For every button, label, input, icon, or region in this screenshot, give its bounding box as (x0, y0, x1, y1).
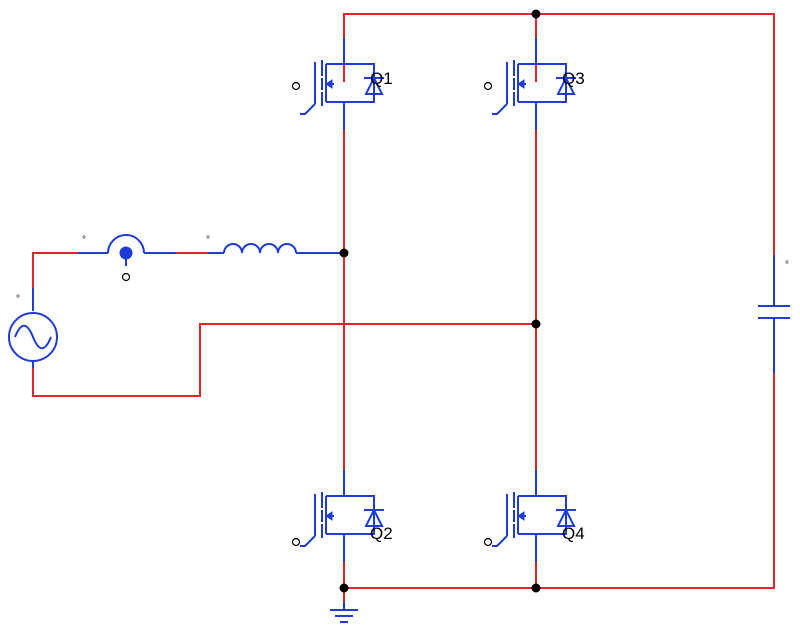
q1-label: Q1 (370, 69, 393, 88)
q2-label: Q2 (370, 524, 393, 543)
node-bottom-right-leg (531, 583, 541, 593)
mosfet-q3: Q3 (483, 37, 585, 131)
q3-gate-terminal (483, 81, 493, 91)
mosfet-q4: Q4 (483, 469, 585, 563)
node-bottom-left (339, 583, 349, 593)
q1-gate-terminal (291, 81, 301, 91)
q2-gate-terminal (291, 537, 301, 547)
q3-label: Q3 (562, 69, 585, 88)
capacitor: ° (758, 255, 790, 373)
wire-source-top (32, 252, 80, 290)
source-polarity-mark: ° (16, 294, 20, 305)
node-top-right-leg (531, 9, 541, 19)
node-right-midpoint (531, 319, 541, 329)
node-left-midpoint (339, 248, 349, 258)
current-meter: ° (78, 234, 176, 282)
mosfet-q1: Q1 (291, 37, 393, 131)
capacitor-polarity-mark: ° (785, 260, 789, 271)
ac-source: ° (8, 288, 58, 368)
wires (32, 13, 775, 602)
ground-symbol (330, 602, 358, 623)
q4-label: Q4 (562, 524, 585, 543)
wire-bottom-rail (343, 373, 775, 589)
inductor-polarity-mark: ° (206, 235, 210, 246)
wire-top-rail (343, 13, 775, 255)
meter-polarity-mark: ° (82, 235, 86, 246)
mosfet-q2: Q2 (291, 469, 393, 563)
q4-gate-terminal (483, 537, 493, 547)
wire-source-return (32, 323, 536, 397)
inductor: ° (206, 235, 344, 254)
junction-nodes (339, 9, 541, 593)
